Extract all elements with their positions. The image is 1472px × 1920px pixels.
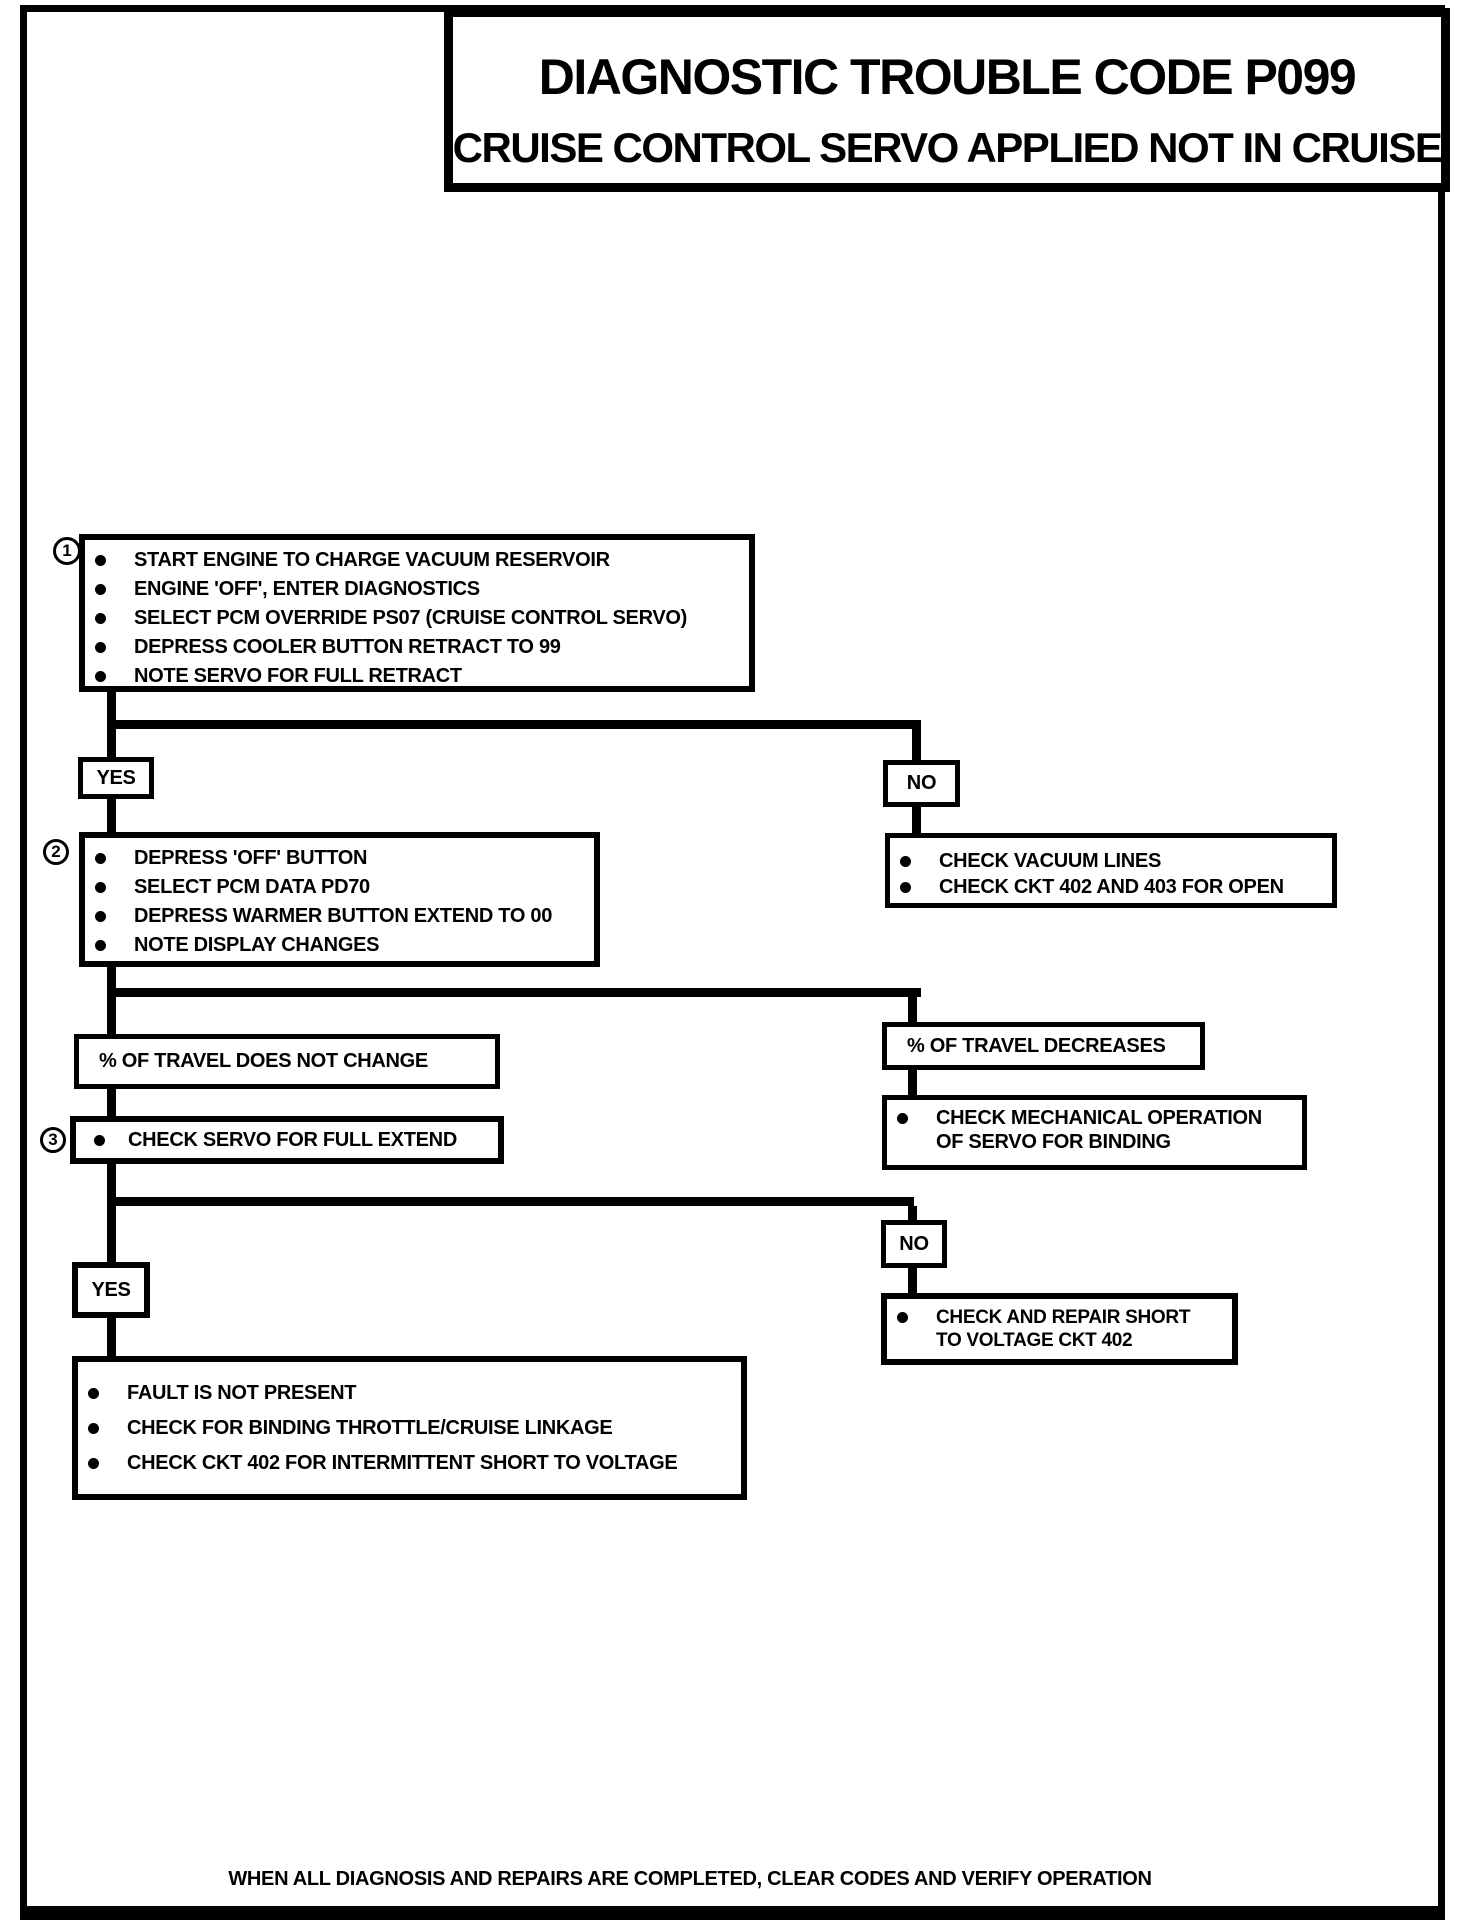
connector-branch3-no-down [908,1206,917,1220]
yes2-action-item: CHECK CKT 402 FOR INTERMITTENT SHORT TO … [127,1452,678,1474]
yes1-label-box: YES [78,757,154,799]
connector-branch2-right-down [908,997,917,1022]
step2-item: NOTE DISPLAY CHANGES [134,934,380,956]
no1-label: NO [906,772,937,794]
connector-yes2-down [107,1318,116,1356]
connector-branch1-no-down [912,729,921,760]
page-subtitle: CRUISE CONTROL SERVO APPLIED NOT IN CRUI… [452,124,1443,171]
no1-action-item: CHECK CKT 402 AND 403 FOR OPEN [939,875,1284,898]
step1-box: START ENGINE TO CHARGE VACUUM RESERVOIR … [79,534,755,692]
connector-step2-down [107,967,116,1034]
step1-item: ENGINE 'OFF', ENTER DIAGNOSTICS [134,578,480,600]
connector-decreases-down [908,1070,917,1095]
bullet-icon [95,911,106,922]
bullet-icon [88,1388,99,1399]
bullet-icon [95,642,106,653]
step2-box: DEPRESS 'OFF' BUTTON SELECT PCM DATA PD7… [79,832,600,967]
yes2-action-item: FAULT IS NOT PRESENT [127,1382,357,1404]
step2-item: SELECT PCM DATA PD70 [134,876,370,898]
yes2-label: YES [91,1278,131,1301]
bullet-icon [88,1423,99,1434]
no2-action-box: CHECK AND REPAIR SHORT TO VOLTAGE CKT 40… [881,1293,1238,1365]
bullet-icon [95,853,106,864]
no1-action-box: CHECK VACUUM LINES CHECK CKT 402 AND 403… [885,833,1337,908]
step-number-2: 2 [43,839,69,865]
no2-label-box: NO [881,1220,947,1268]
no1-label-box: NO [883,760,960,807]
connector-no2-down [908,1268,917,1293]
bullet-icon [88,1458,99,1469]
step1-item: NOTE SERVO FOR FULL RETRACT [134,665,462,687]
no1-action-item: CHECK VACUUM LINES [939,849,1162,872]
step2-item: DEPRESS WARMER BUTTON EXTEND TO 00 [134,905,553,927]
step-number-3: 3 [40,1127,66,1153]
bullet-icon [95,671,106,682]
yes1-label: YES [96,766,136,789]
yes2-label-box: YES [72,1262,150,1318]
bullet-icon [900,881,911,893]
title-box: DIAGNOSTIC TROUBLE CODE P099 CRUISE CONT… [444,8,1450,192]
no2-action-line2: TO VOLTAGE CKT 402 [936,1329,1133,1351]
step1-item: START ENGINE TO CHARGE VACUUM RESERVOIR [134,549,610,571]
branch-decreases-box: % OF TRAVEL DECREASES [882,1022,1205,1070]
connector-branch2-horizontal [107,988,921,997]
connector-no1-down [912,807,921,833]
bullet-icon [900,855,911,867]
connector-branch1-horizontal [107,720,921,729]
yes2-action-item: CHECK FOR BINDING THROTTLE/CRUISE LINKAG… [127,1417,613,1439]
step3-box: CHECK SERVO FOR FULL EXTEND [70,1116,504,1164]
connector-branch3-horizontal [107,1197,914,1206]
no2-label: NO [899,1232,929,1255]
step-number-1: 1 [53,537,81,565]
bullet-icon [95,882,106,893]
connector-nochange-down [107,1089,116,1116]
decrease-action-line2: OF SERVO FOR BINDING [936,1130,1171,1153]
bullet-icon [897,1112,908,1124]
bullet-icon [95,613,106,624]
step-number-1-label: 1 [62,541,72,560]
decrease-action-box: CHECK MECHANICAL OPERATION OF SERVO FOR … [882,1095,1307,1170]
yes2-action-box: FAULT IS NOT PRESENT CHECK FOR BINDING T… [72,1356,747,1500]
connector-step3-down [107,1164,116,1262]
branch-no-change-box: % OF TRAVEL DOES NOT CHANGE [74,1034,500,1089]
footer-note: WHEN ALL DIAGNOSIS AND REPAIRS ARE COMPL… [228,1868,1152,1890]
no2-action-line1: CHECK AND REPAIR SHORT [936,1306,1191,1328]
connector-yes1-down [107,798,116,832]
step1-item: SELECT PCM OVERRIDE PS07 (CRUISE CONTROL… [134,607,688,629]
branch-decreases-label: % OF TRAVEL DECREASES [907,1034,1166,1057]
step3-item: CHECK SERVO FOR FULL EXTEND [128,1128,457,1151]
bullet-icon [95,584,106,595]
step2-item: DEPRESS 'OFF' BUTTON [134,847,368,869]
bullet-icon [95,555,106,566]
step-number-2-label: 2 [51,842,61,861]
branch-no-change-label: % OF TRAVEL DOES NOT CHANGE [99,1050,428,1072]
decrease-action-line1: CHECK MECHANICAL OPERATION [936,1106,1262,1129]
page-title: DIAGNOSTIC TROUBLE CODE P099 [538,49,1357,105]
bullet-icon [94,1134,105,1146]
bullet-icon [897,1312,908,1323]
step-number-3-label: 3 [48,1130,58,1149]
step1-item: DEPRESS COOLER BUTTON RETRACT TO 99 [134,636,561,658]
bullet-icon [95,940,106,951]
